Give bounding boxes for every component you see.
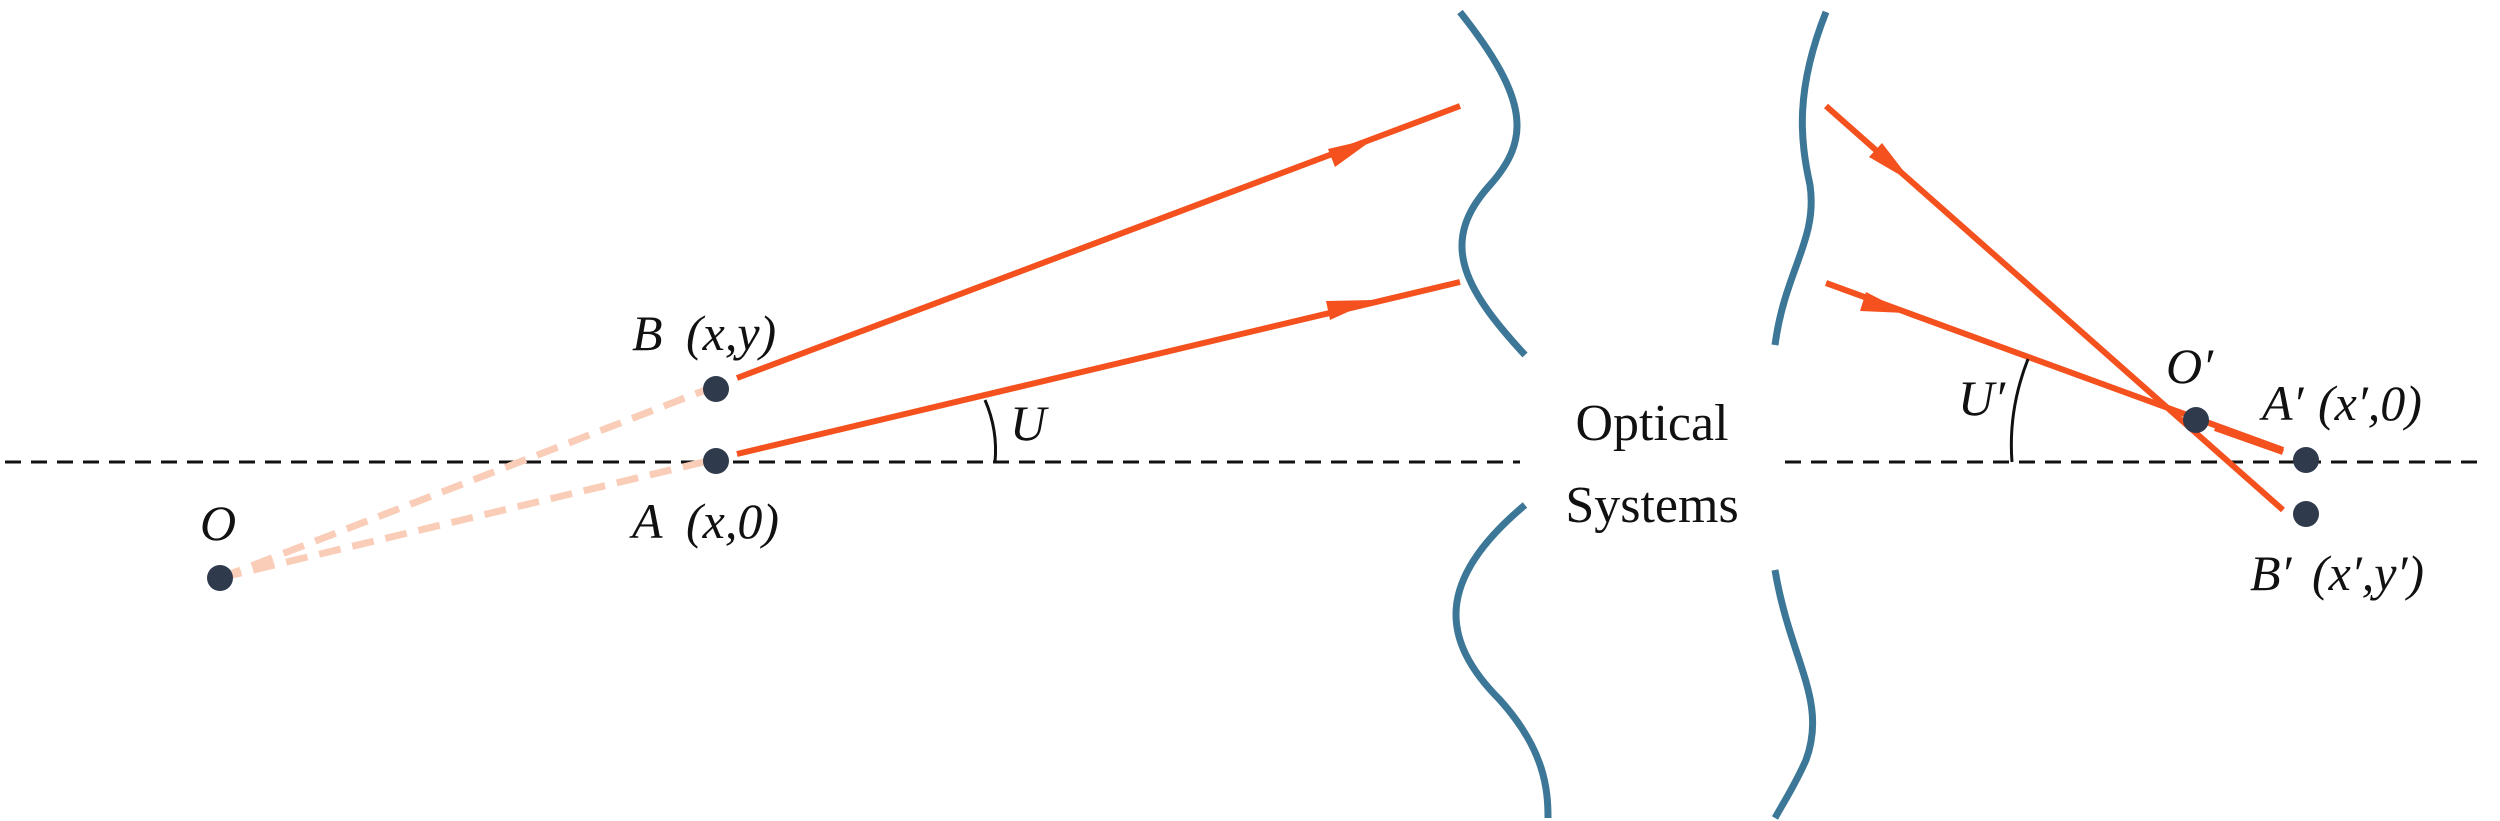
label-a-prime-coords: (x′,0) [2318,375,2422,431]
label-b-prime-coords: (x′,y′) [2312,545,2424,601]
angle-arc-u-prime [2009,358,2030,463]
faded-ray-o-to-a [219,457,709,582]
arrowhead-ray-b-prime [1869,143,1912,182]
angle-arc-u [983,399,998,463]
point-a-prime [2293,447,2319,473]
label-b-prime-name: B′ [2250,545,2293,601]
label-o-prime: O′ [2166,338,2214,394]
faded-ray-o-to-b [218,385,710,582]
label-b-coords: (x,y) [686,305,776,361]
label-o: O [200,495,236,551]
lens-surface-right-lower [1771,569,1817,820]
system-label-line1: Optical [1575,395,1728,452]
lens-surface-left-lower [1452,502,1552,819]
point-a [703,448,729,474]
ray-stub-to-a-prime [2214,425,2284,455]
label-u-prime: U′ [1958,370,2006,426]
label-u: U [1010,395,1049,451]
label-a-prime-name: A′ [2259,375,2305,431]
point-b [703,376,729,402]
point-o [207,565,233,591]
lens-surface-left-upper [1457,9,1528,358]
label-b-name: B [632,305,663,361]
system-label-line2: Systems [1565,477,1738,534]
arrowhead-ray-b [1328,138,1375,167]
arrowhead-ray-a-prime [1860,292,1907,313]
arrowhead-ray-a [1326,300,1374,320]
lens-surface-right-upper [1771,10,1830,346]
point-o-prime [2183,407,2209,433]
label-a-coords: (x,0) [686,493,779,549]
label-a-name: A [629,493,663,549]
point-b-prime [2293,501,2319,527]
